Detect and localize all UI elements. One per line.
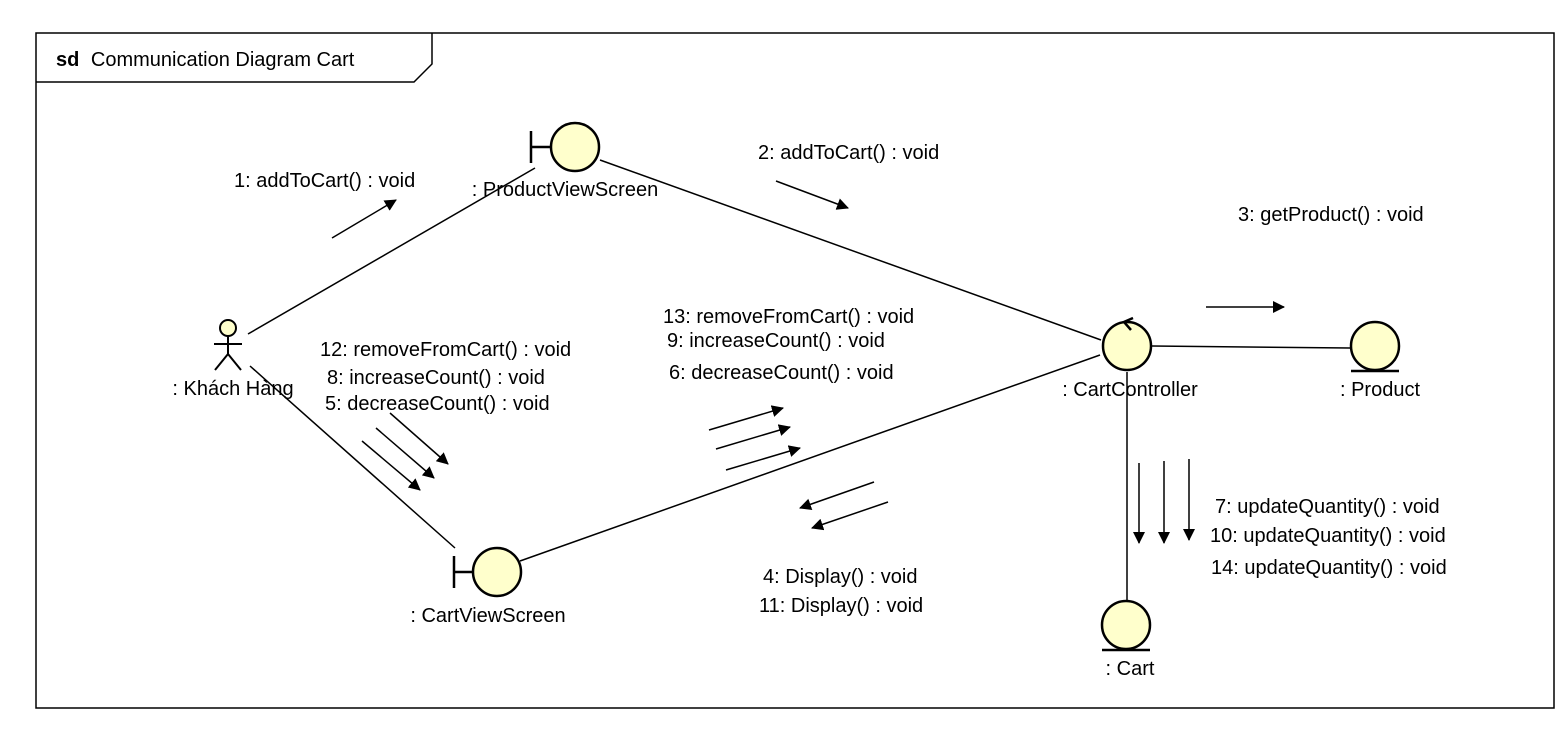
actor-leg-left <box>214 353 229 371</box>
entity-circle <box>1100 599 1152 651</box>
control-cart-controller[interactable] <box>1101 316 1153 372</box>
boundary-product-view-screen[interactable] <box>529 121 601 173</box>
message-label-1: 1: addToCart() : void <box>234 170 415 192</box>
entity-product[interactable] <box>1349 320 1401 373</box>
message-arrow-11 <box>811 501 889 531</box>
link-actor-cartview <box>249 365 456 549</box>
message-arrow-13 <box>708 405 784 431</box>
message-label-4: 4: Display() : void <box>763 566 918 588</box>
links <box>247 159 1351 602</box>
link-controller-product <box>1151 345 1351 349</box>
product-label: : Product <box>1340 379 1420 401</box>
control-circle <box>1101 320 1153 372</box>
link-cartview-controller <box>519 354 1101 562</box>
message-arrow-5 <box>361 440 421 491</box>
message-label-5: 5: decreaseCount() : void <box>325 393 550 415</box>
entity-cart[interactable] <box>1100 599 1152 652</box>
message-labels: 1: addToCart() : void 2: addToCart() : v… <box>234 142 1447 617</box>
boundary-circle <box>549 121 601 173</box>
frame-title-text: Communication Diagram Cart <box>91 49 355 71</box>
message-label-2: 2: addToCart() : void <box>758 142 939 164</box>
frame-title: sd Communication Diagram Cart <box>56 49 355 71</box>
boundary-circle <box>471 546 523 598</box>
message-arrow-2 <box>775 180 849 210</box>
actor-head <box>219 319 237 337</box>
message-label-13: 13: removeFromCart() : void <box>663 306 914 328</box>
diagram-frame <box>35 32 1555 709</box>
frame-title-tab <box>36 33 433 83</box>
actor-label: : Khách Hàng <box>172 378 293 400</box>
actor-khach-hang[interactable] <box>214 319 242 371</box>
message-arrow-1 <box>331 199 397 239</box>
message-label-3: 3: getProduct() : void <box>1238 204 1424 226</box>
cart-view-screen-label: : CartViewScreen <box>410 605 565 627</box>
entity-circle <box>1349 320 1401 372</box>
message-arrows <box>331 180 1285 544</box>
link-actor-productview <box>247 167 536 335</box>
message-arrow-4 <box>799 481 875 511</box>
message-arrow-6 <box>725 445 801 471</box>
message-label-10: 10: updateQuantity() : void <box>1210 525 1446 547</box>
message-arrow-8 <box>375 427 435 479</box>
frame-keyword: sd <box>56 49 79 71</box>
actor-leg-right <box>227 353 242 371</box>
message-label-9: 9: increaseCount() : void <box>667 330 885 352</box>
message-label-12: 12: removeFromCart() : void <box>320 339 571 361</box>
boundary-cart-view-screen[interactable] <box>452 546 523 598</box>
message-arrow-9 <box>715 424 791 450</box>
message-label-6: 6: decreaseCount() : void <box>669 362 894 384</box>
cart-label: : Cart <box>1106 658 1155 680</box>
message-label-14: 14: updateQuantity() : void <box>1211 557 1447 579</box>
message-arrow-12 <box>389 412 449 465</box>
product-view-screen-label: : ProductViewScreen <box>472 179 658 201</box>
control-arrow-icon <box>1121 316 1134 331</box>
message-label-8: 8: increaseCount() : void <box>327 367 545 389</box>
link-productview-controller <box>599 159 1102 341</box>
message-label-11: 11: Display() : void <box>759 595 923 617</box>
message-label-7: 7: updateQuantity() : void <box>1215 496 1440 518</box>
cart-controller-label: : CartController <box>1062 379 1198 401</box>
